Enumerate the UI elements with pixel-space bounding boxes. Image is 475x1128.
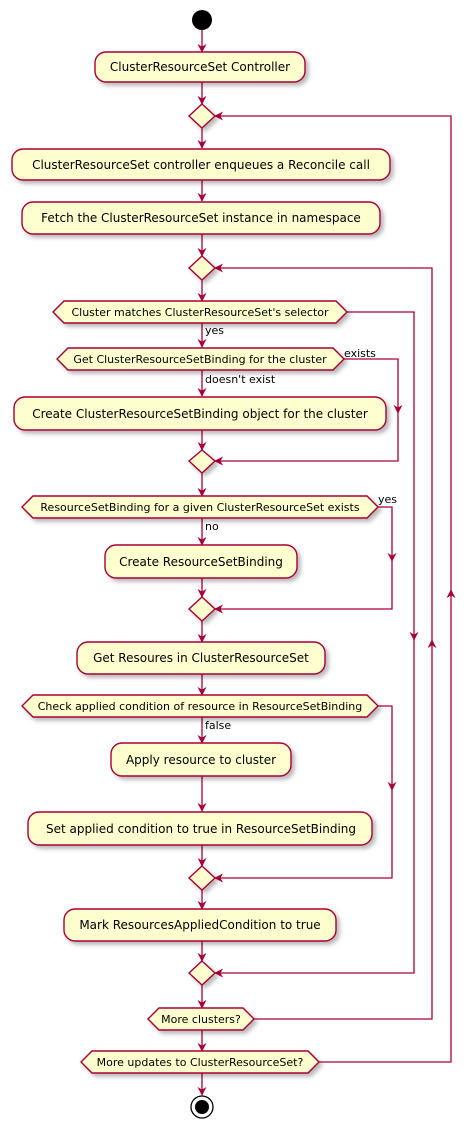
branch-label-false: false (205, 719, 231, 732)
activity-create-rsb: Create ResourceSetBinding (104, 544, 298, 579)
connectors (197, 30, 456, 1096)
decision-label: Get ClusterResourceSetBinding for the cl… (73, 353, 327, 366)
activity-label: Create ClusterResourceSetBinding object … (32, 407, 368, 421)
activity-fetch: Fetch the ClusterResourceSet instance in… (21, 201, 381, 235)
decision-label: More clusters? (161, 1013, 241, 1026)
decision-label: Cluster matches ClusterResourceSet's sel… (71, 306, 329, 319)
merge-diamond-applied (187, 865, 217, 891)
merge-diamond-cluster (187, 960, 217, 986)
branch-label-no: no (205, 520, 219, 533)
activity-create-binding: Create ClusterResourceSetBinding object … (13, 396, 387, 431)
activity-label: ClusterResourceSet controller enqueues a… (32, 158, 370, 172)
activity-label: Get Resoures in ClusterResourceSet (93, 651, 309, 665)
activity-controller-title: ClusterResourceSet Controller (94, 51, 306, 83)
loop-diamond-clusters (187, 255, 217, 281)
decision-get-binding: Get ClusterResourceSetBinding for the cl… (56, 347, 345, 371)
end-node (190, 1095, 214, 1119)
activity-label: Fetch the ClusterResourceSet instance in… (41, 211, 361, 225)
decision-more-updates: More updates to ClusterResourceSet? (80, 1050, 320, 1074)
activity-apply-resource: Apply resource to cluster (110, 742, 292, 777)
decision-cluster-match: Cluster matches ClusterResourceSet's sel… (52, 300, 348, 324)
activity-label: ClusterResourceSet Controller (110, 60, 290, 74)
merge-diamond-binding (187, 449, 217, 474)
branch-label-doesnt-exist: doesn't exist (205, 373, 276, 386)
decision-label: Check applied condition of resource in R… (38, 700, 363, 713)
branch-label-yes: yes (205, 324, 224, 337)
decision-label: ResourceSetBinding for a given ClusterRe… (40, 501, 359, 514)
branch-label-exists: exists (344, 347, 376, 360)
activity-mark-applied: Mark ResourcesAppliedCondition to true (63, 908, 337, 942)
activity-label: Set applied condition to true in Resourc… (46, 822, 356, 836)
activity-label: Apply resource to cluster (126, 753, 276, 767)
loop-diamond-updates (187, 103, 217, 129)
activity-enqueue: ClusterResourceSet controller enqueues a… (11, 148, 391, 181)
decision-more-clusters: More clusters? (147, 1007, 255, 1031)
start-node (192, 10, 212, 30)
branch-label-yes-rsb: yes (378, 493, 397, 506)
activity-get-resources: Get Resoures in ClusterResourceSet (76, 641, 326, 675)
decision-check-applied: Check applied condition of resource in R… (21, 694, 379, 718)
merge-diamond-rsb (187, 596, 217, 622)
activity-set-applied: Set applied condition to true in Resourc… (27, 811, 373, 846)
activity-label: Mark ResourcesAppliedCondition to true (79, 918, 320, 932)
activity-label: Create ResourceSetBinding (119, 555, 283, 569)
decision-rsb-exists: ResourceSetBinding for a given ClusterRe… (21, 495, 379, 519)
decision-label: More updates to ClusterResourceSet? (97, 1056, 304, 1069)
